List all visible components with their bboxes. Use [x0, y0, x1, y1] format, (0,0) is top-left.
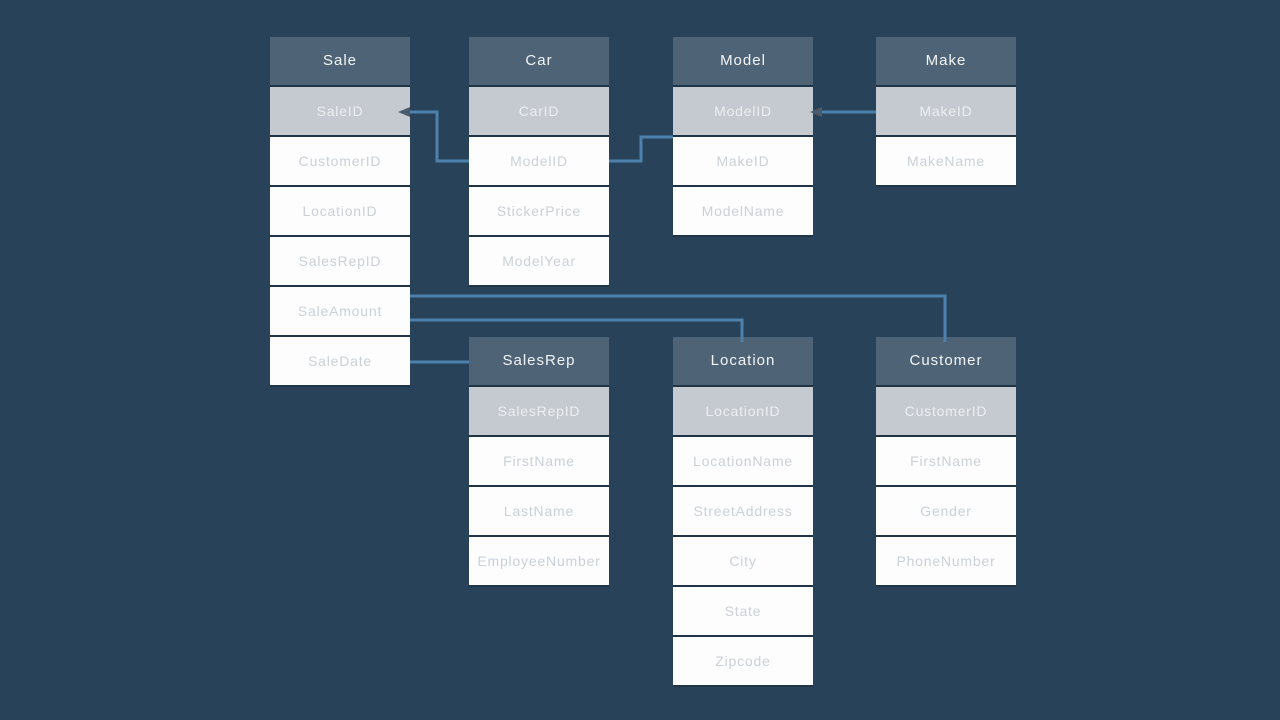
- field-row: LocationID: [270, 187, 410, 237]
- table-title: Customer: [876, 337, 1016, 387]
- field-row: SaleDate: [270, 337, 410, 387]
- table-title: Sale: [270, 37, 410, 87]
- field-row: StreetAddress: [673, 487, 813, 537]
- field-row: LocationName: [673, 437, 813, 487]
- field-row: SalesRepID: [270, 237, 410, 287]
- table-title: Car: [469, 37, 609, 87]
- primary-key-row: CustomerID: [876, 387, 1016, 437]
- field-row: State: [673, 587, 813, 637]
- field-row: PhoneNumber: [876, 537, 1016, 587]
- table-title: Make: [876, 37, 1016, 87]
- field-row: ModelYear: [469, 237, 609, 287]
- field-row: ModelName: [673, 187, 813, 237]
- field-row: Gender: [876, 487, 1016, 537]
- field-row: Zipcode: [673, 637, 813, 687]
- table-title: SalesRep: [469, 337, 609, 387]
- primary-key-row: SalesRepID: [469, 387, 609, 437]
- field-row: SaleAmount: [270, 287, 410, 337]
- primary-key-row: ModelID: [673, 87, 813, 137]
- field-row: CustomerID: [270, 137, 410, 187]
- table-title: Model: [673, 37, 813, 87]
- field-row: StickerPrice: [469, 187, 609, 237]
- field-row: City: [673, 537, 813, 587]
- primary-key-row: LocationID: [673, 387, 813, 437]
- table-title: Location: [673, 337, 813, 387]
- field-row: LastName: [469, 487, 609, 537]
- primary-key-row: SaleID: [270, 87, 410, 137]
- field-row: FirstName: [469, 437, 609, 487]
- field-row: MakeID: [673, 137, 813, 187]
- primary-key-row: CarID: [469, 87, 609, 137]
- field-row: MakeName: [876, 137, 1016, 187]
- field-row: EmployeeNumber: [469, 537, 609, 587]
- primary-key-row: MakeID: [876, 87, 1016, 137]
- field-row: ModelID: [469, 137, 609, 187]
- field-row: FirstName: [876, 437, 1016, 487]
